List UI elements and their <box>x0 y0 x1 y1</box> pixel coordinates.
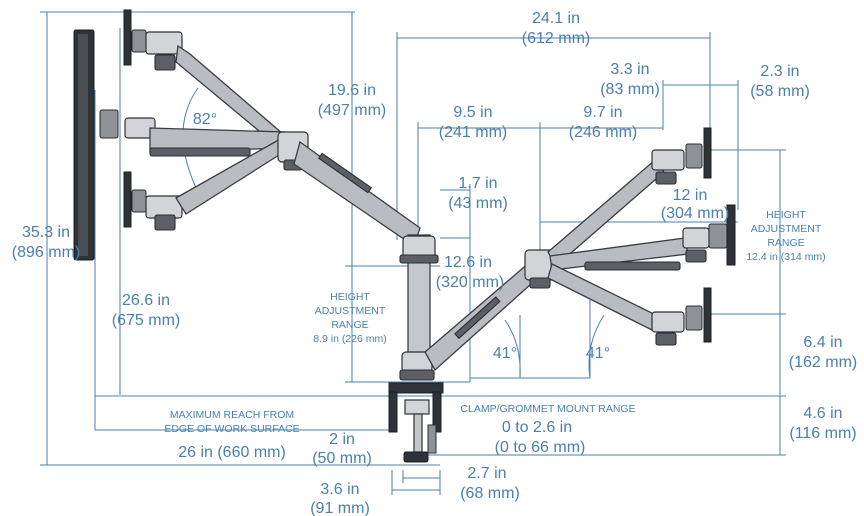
clamp-width-in: 2.7 in <box>467 465 506 482</box>
left-angle: 82° <box>193 111 217 128</box>
height-adj-right-3: RANGE <box>767 237 804 249</box>
left-arm-lower-position <box>123 137 291 231</box>
right-angle-left: 41° <box>493 345 517 362</box>
vesa-offset-in: 3.3 in <box>610 61 649 78</box>
left-monitor <box>73 29 95 261</box>
right-drop-in: 12 in <box>673 187 708 204</box>
total-height-in: 35.3 in <box>22 224 70 241</box>
right-arm-middle-position <box>549 204 736 271</box>
pole <box>399 234 439 381</box>
left-arm-vertical-mm: (497 mm) <box>318 102 386 119</box>
height-adj-right-4: 12.4 in (314 mm) <box>746 251 825 263</box>
height-adj-left-1: HEIGHT <box>330 291 370 303</box>
vesa-depth-mm: (58 mm) <box>750 83 810 100</box>
post-height-mm: (320 mm) <box>436 274 504 291</box>
right-span-mm: (612 mm) <box>522 30 590 47</box>
clamp-label: CLAMP/GROMMET MOUNT RANGE <box>460 403 635 415</box>
height-adj-left-4: 8.9 in (226 mm) <box>313 333 387 345</box>
post-height-in: 12.6 in <box>444 254 492 271</box>
base-width-mm: (91 mm) <box>310 500 370 516</box>
clamp <box>388 382 444 463</box>
right-bottom-in: 6.4 in <box>803 334 842 351</box>
vesa-offset-mm: (83 mm) <box>600 81 660 98</box>
right-arm-upper-position <box>547 127 712 268</box>
clamp-range-mm: (0 to 66 mm) <box>495 439 586 456</box>
left-arm-vertical-in: 19.6 in <box>328 82 376 99</box>
arm-height-mm: (675 mm) <box>112 312 180 329</box>
right-drop-mm: (304 mm) <box>661 205 729 222</box>
left-lower-arm <box>293 140 421 248</box>
right-angle-right: 41° <box>586 345 610 362</box>
right-arm-right-mm: (246 mm) <box>569 124 637 141</box>
max-reach-1: MAXIMUM REACH FROM <box>170 409 294 421</box>
dimension-labels: 35.3 in (896 mm) 26.6 in (675 mm) 19.6 i… <box>12 10 857 516</box>
max-reach-2: EDGE OF WORK SURFACE <box>164 423 299 435</box>
height-adj-right-1: HEIGHT <box>766 209 806 221</box>
height-adj-left-2: ADJUSTMENT <box>315 305 386 317</box>
left-arm-upper-position <box>123 9 291 151</box>
surface-height-mm: (116 mm) <box>789 425 856 442</box>
total-height-mm: (896 mm) <box>12 244 80 261</box>
post-offset-mm: (43 mm) <box>448 195 508 212</box>
right-lower-arm <box>424 261 541 372</box>
right-arm-left-in: 9.5 in <box>453 104 492 121</box>
clamp-depth-in: 2 in <box>329 431 355 448</box>
clamp-range-in: 0 to 2.6 in <box>502 419 572 436</box>
dimension-lines <box>40 11 786 495</box>
right-arm-lower-position <box>547 263 712 346</box>
left-arm-middle-position <box>99 109 291 157</box>
clamp-depth-mm: (50 mm) <box>312 450 372 467</box>
surface-height-in: 4.6 in <box>803 405 842 422</box>
right-arm-right-in: 9.7 in <box>583 104 622 121</box>
right-arm-left-mm: (241 mm) <box>439 124 507 141</box>
right-bottom-mm: (162 mm) <box>789 354 857 371</box>
vesa-depth-in: 2.3 in <box>760 63 799 80</box>
post-offset-in: 1.7 in <box>458 175 497 192</box>
right-span-in: 24.1 in <box>532 10 580 27</box>
base-width-in: 3.6 in <box>320 481 359 498</box>
right-elbow-joint <box>524 249 556 289</box>
arm-height-in: 26.6 in <box>122 292 170 309</box>
height-adj-right-2: ADJUSTMENT <box>751 223 822 235</box>
height-adj-left-3: RANGE <box>331 319 368 331</box>
clamp-width-mm: (68 mm) <box>460 485 520 502</box>
max-reach-3: 26 in (660 mm) <box>178 444 286 461</box>
